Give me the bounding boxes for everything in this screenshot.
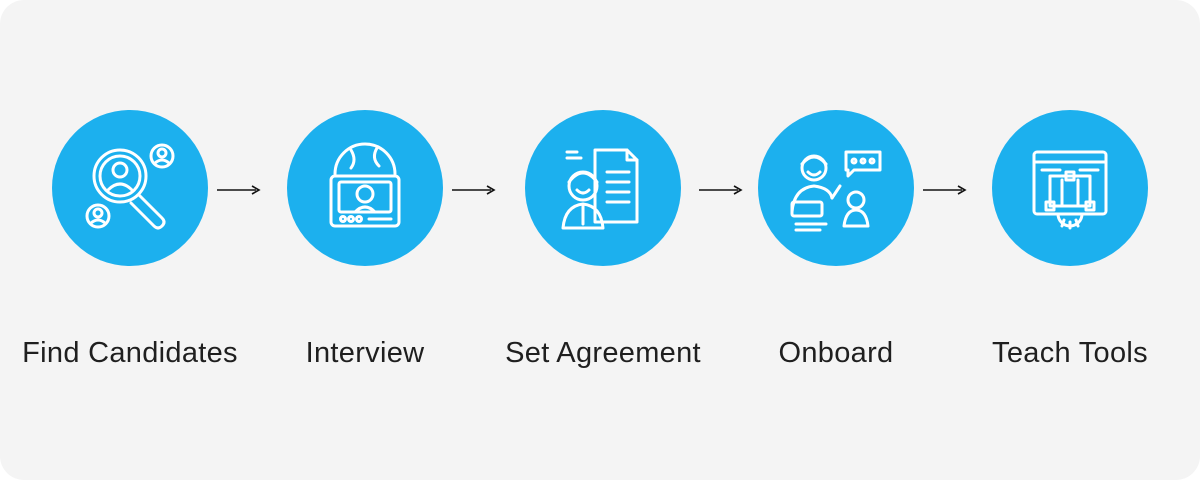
step-teach-tools: Teach Tools: [950, 110, 1190, 369]
step-find-candidates: Find Candidates: [10, 110, 250, 369]
tool-blueprint-icon: [1032, 150, 1108, 230]
arrow-connector: [698, 180, 744, 200]
onboarding-conversation-icon: [790, 150, 882, 232]
step-label: Teach Tools: [992, 337, 1148, 369]
agreement-document-icon: [561, 148, 639, 230]
step-set-agreement: Set Agreement: [483, 110, 723, 369]
step-circle: [758, 110, 914, 266]
step-onboard: Onboard: [716, 110, 956, 369]
step-label: Find Candidates: [22, 337, 238, 369]
video-interview-icon: [329, 142, 401, 228]
step-label: Set Agreement: [505, 337, 701, 369]
step-circle: [992, 110, 1148, 266]
step-interview: Interview: [245, 110, 485, 369]
step-label: Interview: [305, 337, 425, 369]
step-label: Onboard: [778, 337, 894, 369]
arrow-connector: [216, 180, 262, 200]
arrow-connector: [922, 180, 968, 200]
search-candidates-icon: [85, 143, 175, 230]
step-circle: [287, 110, 443, 266]
step-circle: [525, 110, 681, 266]
arrow-connector: [451, 180, 497, 200]
step-circle: [52, 110, 208, 266]
